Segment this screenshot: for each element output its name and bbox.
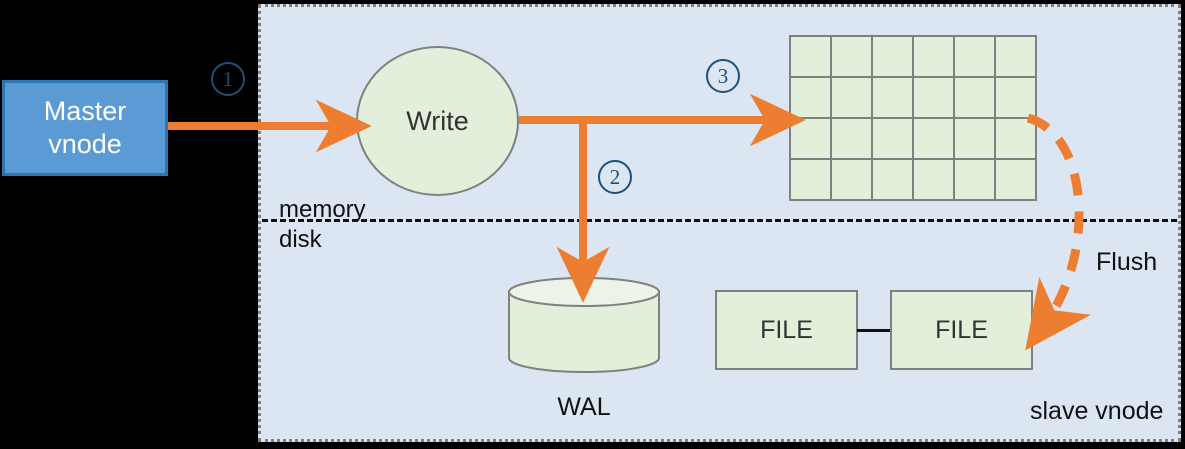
wal-cylinder[interactable] [508,277,660,373]
memory-table-cell [912,117,955,160]
memory-table-row [789,158,1037,201]
memory-table-cell [953,76,996,119]
memory-table-row [789,76,1037,119]
master-vnode-box[interactable]: Master vnode [2,80,168,176]
wal-cylinder-shape [508,277,660,373]
memory-table-cell [994,117,1037,160]
memory-table-cell [871,117,914,160]
file-box-1[interactable]: FILE [715,290,858,370]
file-box-2[interactable]: FILE [890,290,1033,370]
memory-table-cell [912,76,955,119]
write-node-label: Write [406,105,469,136]
master-vnode-label-line2: vnode [48,129,122,159]
memory-table-cell [830,158,873,201]
memory-table-cell [953,158,996,201]
memory-table-cell [789,158,832,201]
step-badge-1: 1 [211,62,245,96]
memory-table-cell [830,35,873,78]
memory-table-cell [789,117,832,160]
memory-table-cell [871,158,914,201]
memory-table-row [789,35,1037,78]
file-connector-line [857,329,891,332]
file-box-2-label: FILE [935,315,988,344]
slave-vnode-label: slave vnode [1030,397,1164,425]
memory-table-cell [789,35,832,78]
memory-table-cell [871,35,914,78]
memory-table-cell [912,35,955,78]
memory-label: memory [279,196,366,223]
memory-table-cell [830,117,873,160]
memory-table-row [789,117,1037,160]
master-vnode-label-line1: Master [43,96,127,127]
flush-label: Flush [1096,248,1158,276]
memory-table-cell [871,76,914,119]
memory-table-cell [953,117,996,160]
file-box-1-label: FILE [760,315,813,344]
memory-table-cell [994,35,1037,78]
memory-table-cell [789,76,832,119]
memory-table-cell [912,158,955,201]
memory-disk-divider [262,219,1177,222]
memory-table-cell [994,158,1037,201]
write-node[interactable]: Write [356,46,519,196]
disk-label: disk [279,226,322,253]
memory-table-cell [830,76,873,119]
memory-table-cell [953,35,996,78]
step-badge-2: 2 [598,160,632,194]
wal-label: WAL [557,393,611,421]
memory-table-cell [994,76,1037,119]
step-badge-3: 3 [706,59,740,93]
memory-table-grid [789,35,1037,201]
